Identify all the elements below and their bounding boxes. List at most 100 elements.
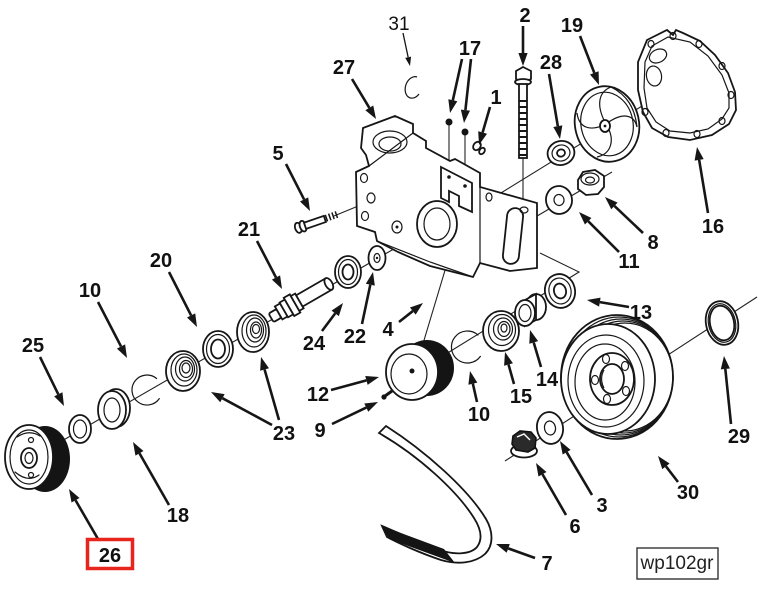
- part-seal-13: [543, 273, 577, 309]
- part-bolt-9: [381, 389, 393, 400]
- part-housing: [355, 115, 538, 279]
- arrowhead-icon: [405, 56, 412, 66]
- arrowhead-icon: [116, 344, 127, 358]
- part-snap-ring-10-left: [131, 374, 160, 406]
- dowel-hole: [447, 175, 451, 179]
- callout-arrow: [578, 35, 596, 74]
- part-bearing-15: [482, 310, 520, 352]
- callout-3[interactable]: 3: [560, 441, 608, 517]
- part-seal-28: [546, 140, 576, 166]
- arrowhead-icon: [69, 489, 80, 503]
- callout-2[interactable]: 2: [518, 5, 531, 66]
- arrowhead-icon: [460, 109, 470, 123]
- callout-4[interactable]: 4: [382, 303, 423, 341]
- part-washer-22: [367, 245, 387, 271]
- callout-number: 24: [303, 333, 326, 355]
- callout-28[interactable]: 28: [540, 52, 563, 139]
- callout-14[interactable]: 14: [529, 330, 559, 391]
- callout-arrow: [451, 58, 464, 101]
- callout-27[interactable]: 27: [333, 57, 376, 119]
- arrowhead-icon: [504, 352, 513, 366]
- callout-number: 22: [344, 326, 366, 348]
- callout-arrow: [331, 406, 367, 426]
- callout-21[interactable]: 21: [238, 219, 282, 289]
- arrowhead-icon: [409, 303, 423, 315]
- arrowhead-icon: [529, 330, 539, 344]
- callout-25[interactable]: 25: [22, 335, 64, 406]
- callout-number: 23: [273, 423, 295, 445]
- callout-number: 6: [569, 516, 580, 538]
- callout-18[interactable]: 18: [133, 442, 189, 527]
- arrowhead-icon: [133, 442, 144, 456]
- callout-10[interactable]: 10: [468, 371, 490, 426]
- callout-number: 18: [167, 505, 189, 527]
- callout-arrow: [330, 379, 367, 392]
- callout-arrow: [664, 465, 680, 483]
- callout-8[interactable]: 8: [605, 197, 659, 254]
- callout-19[interactable]: 19: [561, 15, 599, 85]
- callout-number: 26: [99, 545, 121, 567]
- callout-arrow: [697, 159, 710, 214]
- callout-30[interactable]: 30: [658, 456, 699, 504]
- part-spacer-14: [514, 292, 547, 328]
- callout-1[interactable]: 1: [478, 87, 502, 145]
- arrowhead-icon: [468, 371, 478, 385]
- part-gasket: [637, 28, 737, 141]
- callout-9[interactable]: 9: [314, 402, 378, 442]
- callout-arrow: [320, 312, 337, 332]
- dowel-hole: [463, 184, 467, 188]
- arrowhead-icon: [365, 375, 379, 385]
- callout-29[interactable]: 29: [720, 356, 750, 448]
- callout-arrow: [471, 383, 479, 403]
- callout-10[interactable]: 10: [79, 280, 127, 358]
- highlight-box: [85, 537, 135, 571]
- arrowhead-icon: [187, 313, 197, 327]
- part-bearing-23b: [236, 311, 270, 353]
- callout-11[interactable]: 11: [579, 212, 640, 273]
- part-ring-29: [704, 300, 740, 346]
- part-impeller: [573, 85, 641, 163]
- callout-6[interactable]: 6: [536, 463, 581, 538]
- callout-number: 31: [388, 14, 409, 35]
- callout-31[interactable]: 31: [388, 14, 412, 66]
- callout-16[interactable]: 16: [694, 147, 725, 238]
- callout-arrow: [398, 310, 414, 324]
- callout-number: 21: [238, 219, 260, 241]
- callout-arrow: [350, 78, 371, 109]
- callouts-layer: 1234567891010111213141516171819202122232…: [22, 5, 750, 575]
- part-pin-1: [472, 140, 486, 156]
- callout-number: 3: [596, 495, 607, 517]
- callout-17[interactable]: 17: [448, 38, 481, 123]
- callout-23[interactable]: 23: [211, 357, 295, 445]
- arrowhead-icon: [260, 357, 269, 371]
- part-seal-24: [334, 255, 362, 289]
- figure-code-box: wp102gr: [636, 547, 719, 580]
- callout-number: 13: [630, 302, 652, 324]
- arrowhead-icon: [364, 402, 378, 412]
- callout-7[interactable]: 7: [496, 544, 553, 575]
- callout-arrow: [284, 163, 306, 201]
- callout-arrow: [565, 451, 594, 496]
- callout-arrow: [464, 58, 473, 111]
- callout-13[interactable]: 13: [587, 297, 652, 324]
- callout-20[interactable]: 20: [150, 250, 197, 327]
- callout-26[interactable]: 26: [69, 489, 135, 571]
- part-bearing-23a: [165, 350, 201, 392]
- arrowhead-icon: [518, 53, 528, 66]
- callout-12[interactable]: 12: [307, 375, 379, 406]
- arrowhead-icon: [536, 463, 547, 477]
- callout-24[interactable]: 24: [303, 303, 343, 355]
- callout-22[interactable]: 22: [344, 272, 375, 348]
- callout-5[interactable]: 5: [272, 143, 310, 211]
- arrowhead-icon: [590, 71, 599, 85]
- callout-number: 29: [728, 426, 750, 448]
- part-nut-8: [577, 169, 605, 196]
- callout-arrow: [541, 473, 568, 516]
- callout-15[interactable]: 15: [504, 352, 532, 408]
- gasket-bolt-holes: [641, 31, 735, 139]
- arrowhead-icon: [448, 99, 458, 113]
- callout-number: 2: [519, 5, 530, 27]
- callout-number: 30: [677, 482, 699, 504]
- part-pulley-12: [385, 340, 454, 401]
